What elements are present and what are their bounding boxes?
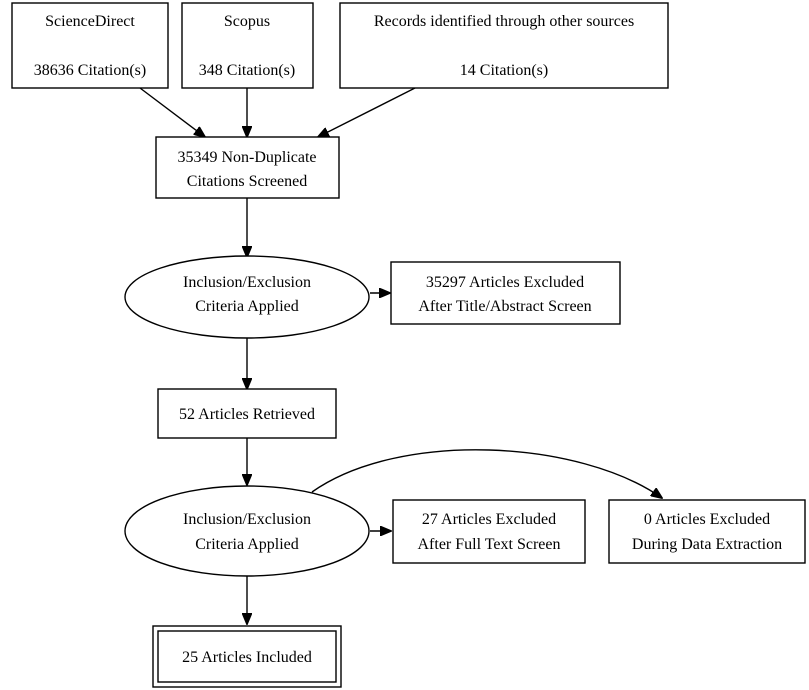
node-other-sources: Records identified through other sources… [339,2,669,89]
node-other-sources-line1: Records identified through other sources [374,13,634,30]
node-criteria-1-line2: Criteria Applied [195,298,299,315]
node-sciencedirect-box [11,2,169,89]
edge-other-sources-to-screened [318,87,416,137]
node-excluded-fulltext-box [392,499,586,564]
node-scopus-line1: Scopus [224,13,270,30]
node-criteria-2: Inclusion/Exclusion Criteria Applied [124,485,370,577]
node-excluded-extraction-line1: 0 Articles Excluded [644,511,770,528]
node-sciencedirect: ScienceDirect 38636 Citation(s) [11,2,169,89]
node-sciencedirect-line1: ScienceDirect [45,13,135,30]
node-excluded-title-line2: After Title/Abstract Screen [418,298,591,315]
node-retrieved-box [157,388,337,439]
edges [139,87,662,624]
node-excluded-fulltext: 27 Articles Excluded After Full Text Scr… [392,499,586,564]
node-criteria-2-line2: Criteria Applied [195,536,299,553]
node-excluded-title-line1: 35297 Articles Excluded [426,274,584,291]
node-retrieved: 52 Articles Retrieved [157,388,337,439]
node-screened-line2: Citations Screened [187,173,307,190]
node-criteria-1-ellipse [124,255,370,339]
node-screened-box [155,136,340,199]
node-criteria-2-ellipse [124,485,370,577]
node-included-inner-box [157,630,337,683]
node-excluded-fulltext-line1: 27 Articles Excluded [422,511,556,528]
node-excluded-fulltext-line2: After Full Text Screen [418,536,561,553]
edge-sciencedirect-to-screened [139,87,205,137]
node-screened: 35349 Non-Duplicate Citations Screened [155,136,340,199]
node-criteria-1: Inclusion/Exclusion Criteria Applied [124,255,370,339]
node-criteria-2-line1: Inclusion/Exclusion [183,511,311,528]
node-excluded-title: 35297 Articles Excluded After Title/Abst… [390,261,621,325]
node-other-sources-line2: 14 Citation(s) [460,62,548,79]
edge-criteria-2-to-excluded-extraction [311,449,662,498]
node-included: 25 Articles Included [152,625,342,688]
node-sciencedirect-line2: 38636 Citation(s) [34,62,146,79]
node-excluded-extraction: 0 Articles Excluded During Data Extracti… [608,499,806,564]
node-excluded-extraction-line2: During Data Extraction [632,536,782,553]
node-excluded-extraction-box [608,499,806,564]
node-screened-line1: 35349 Non-Duplicate [177,149,316,166]
node-scopus: Scopus 348 Citation(s) [181,2,314,89]
node-scopus-line2: 348 Citation(s) [199,62,295,79]
node-included-line1: 25 Articles Included [182,649,312,666]
node-retrieved-line1: 52 Articles Retrieved [179,406,315,423]
node-other-sources-box [339,2,669,89]
node-excluded-title-box [390,261,621,325]
node-scopus-box [181,2,314,89]
node-criteria-1-line1: Inclusion/Exclusion [183,274,311,291]
